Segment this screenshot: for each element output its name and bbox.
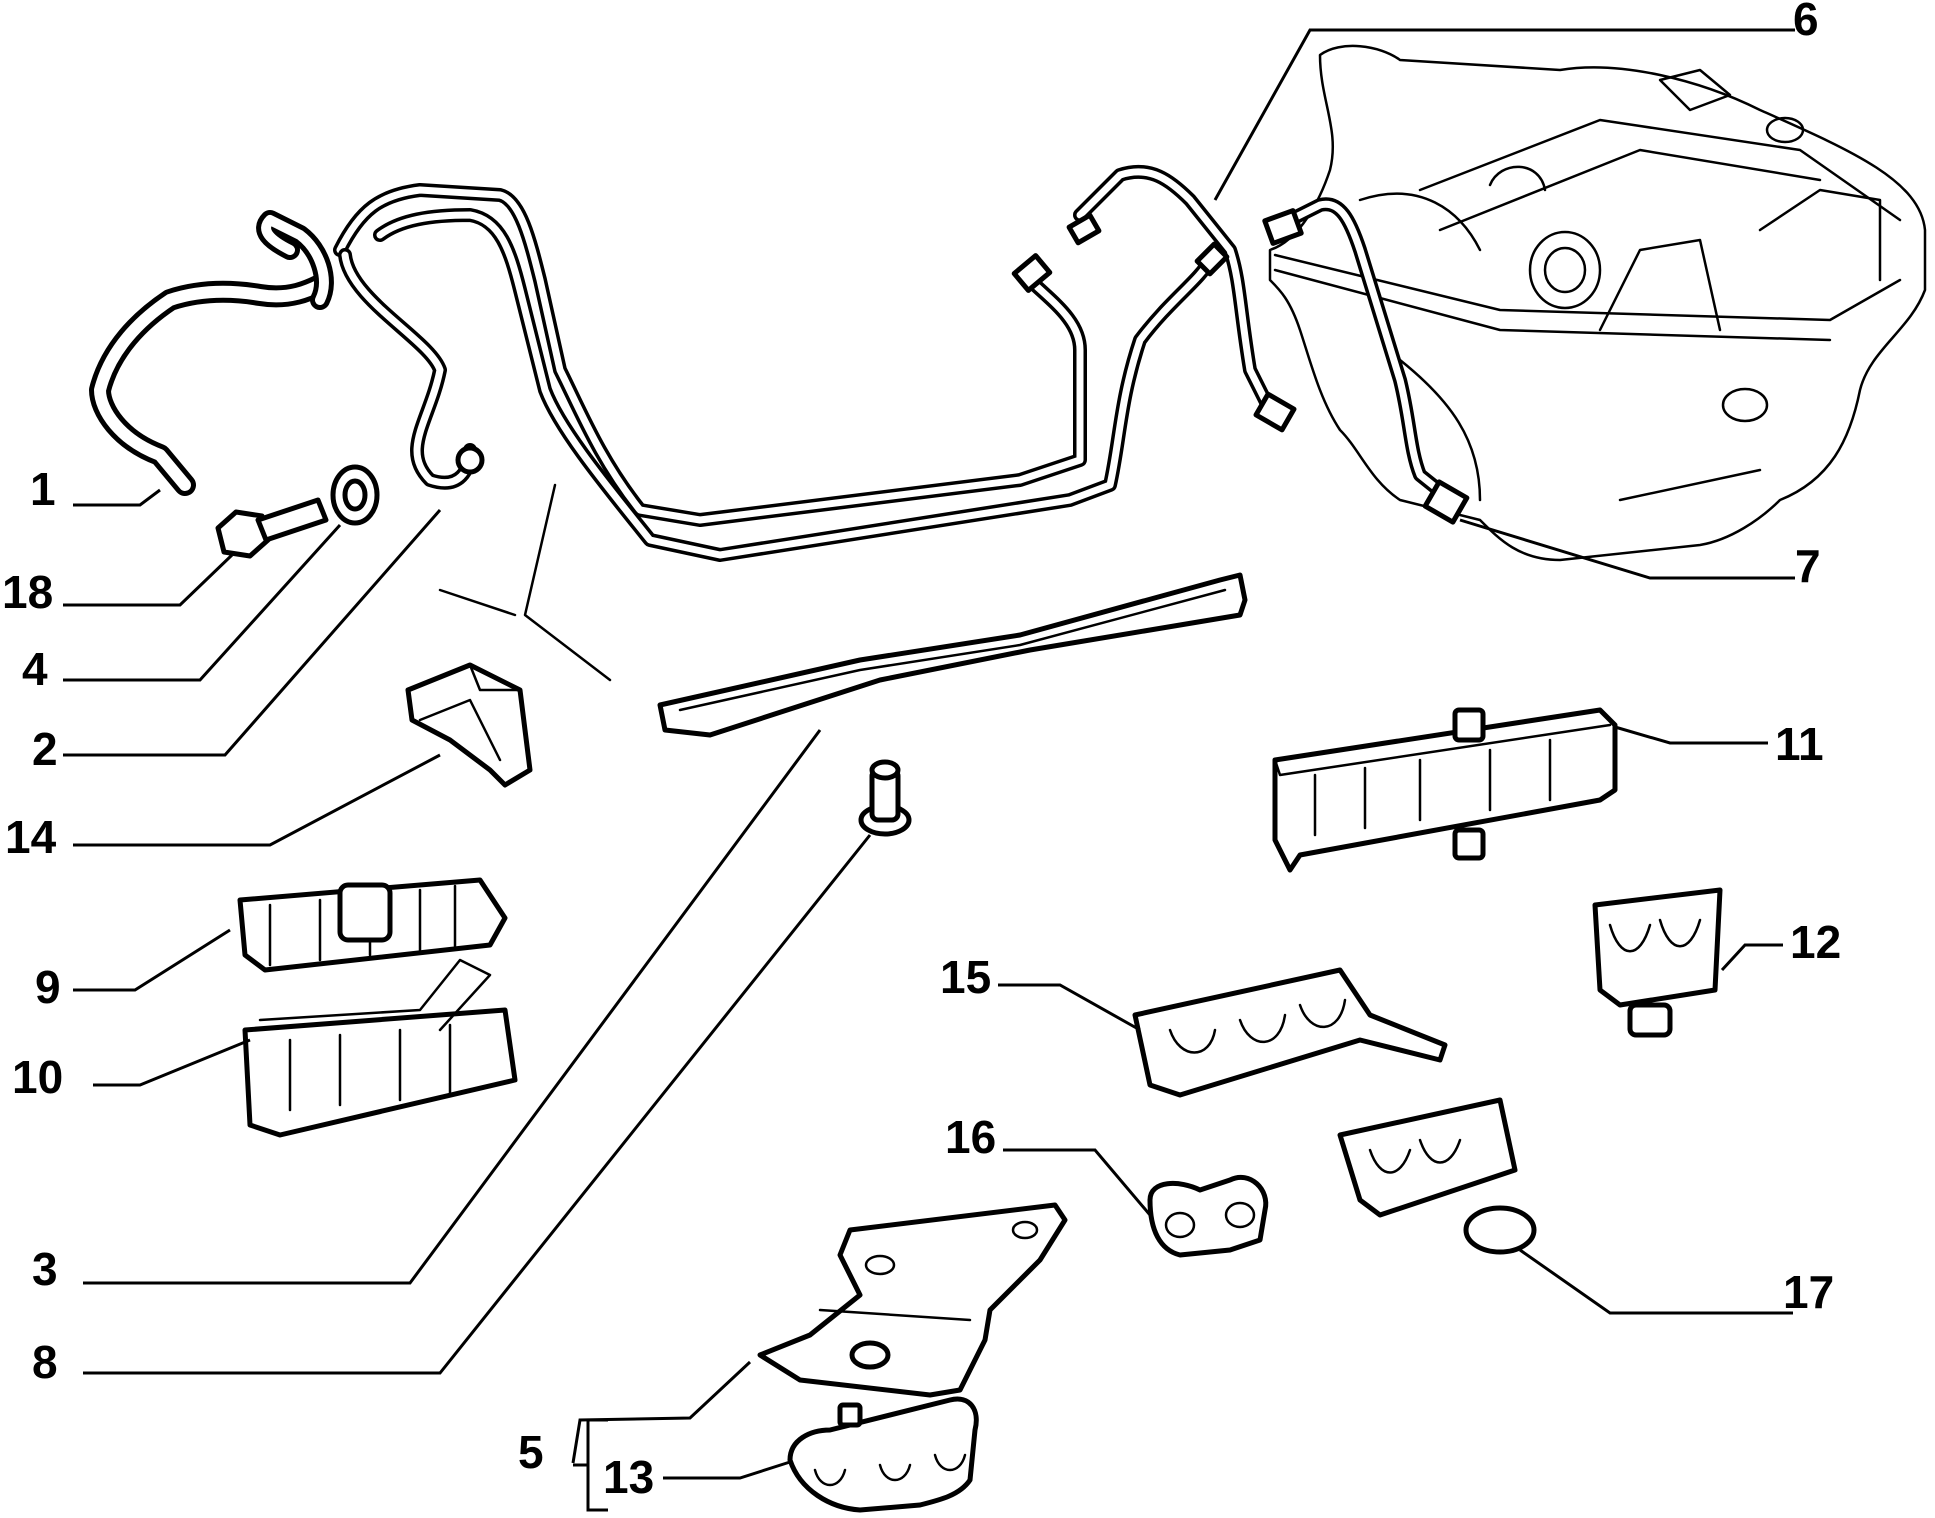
leader-14 bbox=[73, 753, 441, 847]
heat-shield-3 bbox=[657, 572, 1248, 738]
callout-13: 13 bbox=[603, 1451, 654, 1503]
callout-11: 11 bbox=[1775, 718, 1824, 770]
leader-13 bbox=[663, 1460, 791, 1480]
reference-line bbox=[523, 483, 612, 682]
leader-11 bbox=[1614, 725, 1768, 745]
clip-12 bbox=[1592, 887, 1723, 1038]
washer-4 bbox=[330, 464, 380, 526]
callout-7: 7 bbox=[1795, 540, 1821, 592]
clip-10 bbox=[242, 958, 518, 1138]
clip-13 bbox=[787, 1396, 979, 1513]
callout-10: 10 bbox=[12, 1051, 63, 1103]
callout-8: 8 bbox=[32, 1336, 58, 1388]
clip-17 bbox=[1337, 1097, 1537, 1255]
leader-2 bbox=[63, 509, 442, 757]
callout-16: 16 bbox=[945, 1111, 996, 1163]
callout-17: 17 bbox=[1783, 1266, 1834, 1318]
leader-7 bbox=[1459, 518, 1795, 580]
hose-1 bbox=[89, 210, 334, 496]
clip-9 bbox=[237, 877, 508, 973]
callout-15: 15 bbox=[940, 951, 991, 1003]
leader-6 bbox=[1213, 28, 1795, 201]
leader-10 bbox=[93, 1038, 251, 1087]
bolt-18 bbox=[215, 497, 329, 559]
clip-16 bbox=[1147, 1174, 1269, 1258]
leader-9 bbox=[73, 928, 231, 992]
leader-8 bbox=[83, 834, 872, 1375]
pipe-7 bbox=[1262, 197, 1470, 525]
leader-12 bbox=[1720, 943, 1783, 972]
fuel-pipe-bundle bbox=[333, 164, 1297, 562]
leader-15 bbox=[998, 983, 1141, 1032]
pin-8 bbox=[858, 759, 912, 837]
callout-5: 5 bbox=[518, 1426, 544, 1478]
callout-14: 14 bbox=[5, 811, 57, 863]
leader-18 bbox=[63, 553, 234, 607]
leader-17 bbox=[1519, 1248, 1793, 1315]
fuel-tank bbox=[1268, 44, 1927, 562]
leader-16 bbox=[1003, 1148, 1152, 1216]
callout-1: 1 bbox=[30, 463, 56, 515]
leader-3 bbox=[83, 729, 822, 1285]
callout-2: 2 bbox=[32, 723, 58, 775]
leader-lines bbox=[63, 28, 1795, 1512]
callout-12: 12 bbox=[1790, 916, 1841, 968]
bracket-5 bbox=[757, 1202, 1068, 1398]
callout-labels: 1 2 3 4 5 6 7 8 9 10 11 12 13 14 15 16 1… bbox=[2, 0, 1841, 1503]
callout-3: 3 bbox=[32, 1243, 58, 1295]
clip-11 bbox=[1272, 707, 1618, 873]
callout-18: 18 bbox=[2, 566, 53, 618]
callout-9: 9 bbox=[35, 961, 61, 1013]
bracket-14 bbox=[405, 662, 533, 788]
leader-1 bbox=[73, 488, 161, 507]
clip-15 bbox=[1132, 967, 1448, 1098]
callout-6: 6 bbox=[1793, 0, 1819, 45]
leader-5 bbox=[571, 1360, 752, 1464]
callout-4: 4 bbox=[22, 643, 48, 695]
leader-4 bbox=[63, 523, 342, 682]
reference-line-2 bbox=[438, 588, 517, 617]
